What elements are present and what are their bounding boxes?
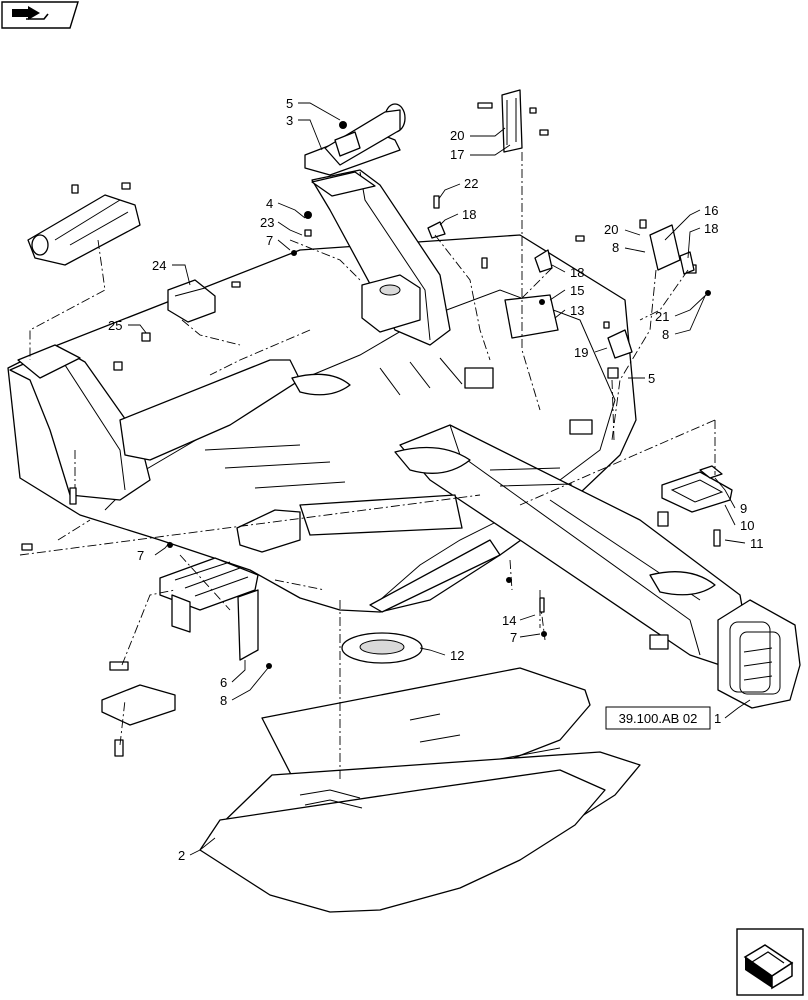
callout-24[interactable]: 24 [152, 258, 166, 273]
callout-2[interactable]: 2 [178, 848, 185, 863]
part-10-pad [661, 465, 733, 513]
callout-17[interactable]: 17 [450, 147, 464, 162]
callout-25[interactable]: 25 [108, 318, 122, 333]
callout-22[interactable]: 22 [464, 176, 478, 191]
callout-7[interactable]: 7 [137, 548, 144, 563]
callout-21[interactable]: 21 [655, 309, 669, 324]
callout-20[interactable]: 20 [450, 128, 464, 143]
reference-code: 39.100.AB 02 [619, 711, 698, 726]
callout-10[interactable]: 10 [740, 518, 754, 533]
callout-4[interactable]: 4 [266, 196, 273, 211]
callout-12[interactable]: 12 [450, 648, 464, 663]
callout-19[interactable]: 19 [574, 345, 588, 360]
callout-labels: 5 3 20 17 22 4 18 23 7 16 20 18 8 24 18 … [108, 96, 764, 863]
callout-18[interactable]: 18 [570, 265, 584, 280]
callout-23[interactable]: 23 [260, 215, 274, 230]
part-13-plate [504, 294, 559, 339]
back-navigation-icon[interactable] [1, 1, 79, 29]
callout-20[interactable]: 20 [604, 222, 618, 237]
callout-18[interactable]: 18 [462, 207, 476, 222]
callout-18[interactable]: 18 [704, 221, 718, 236]
forward-navigation-icon[interactable] [736, 928, 804, 996]
callout-11[interactable]: 11 [750, 536, 764, 551]
callout-13[interactable]: 13 [570, 303, 584, 318]
callout-7[interactable]: 7 [266, 233, 273, 248]
callout-8[interactable]: 8 [662, 327, 669, 342]
part-19-clip [607, 329, 633, 359]
callout-8[interactable]: 8 [612, 240, 619, 255]
reference-box[interactable]: 39.100.AB 02 [605, 706, 711, 730]
part-12-washer [341, 632, 423, 664]
part-17-bracket [477, 89, 549, 153]
callout-6[interactable]: 6 [220, 675, 227, 690]
callout-3[interactable]: 3 [286, 113, 293, 128]
fasteners [21, 121, 619, 669]
part-16-bracket [639, 219, 711, 296]
callout-5[interactable]: 5 [286, 96, 293, 111]
part-11-bolt [713, 529, 721, 547]
main-frame-assembly [7, 169, 801, 709]
callout-15[interactable]: 15 [570, 283, 584, 298]
part-3-pivot-bracket [304, 103, 406, 176]
leader-lines [128, 102, 751, 856]
part-6-step [159, 557, 259, 661]
callout-8[interactable]: 8 [220, 693, 227, 708]
part-18-clips [427, 221, 695, 275]
callout-9[interactable]: 9 [740, 501, 747, 516]
callout-5[interactable]: 5 [648, 371, 655, 386]
loose-step-bracket [101, 661, 176, 757]
part-24-bracket [167, 279, 216, 323]
part-2-skid-shield [199, 667, 641, 913]
callout-14[interactable]: 14 [502, 613, 516, 628]
loose-pivot-assembly [27, 182, 141, 266]
callout-1[interactable]: 1 [714, 711, 721, 726]
callout-7[interactable]: 7 [510, 630, 517, 645]
callout-16[interactable]: 16 [704, 203, 718, 218]
